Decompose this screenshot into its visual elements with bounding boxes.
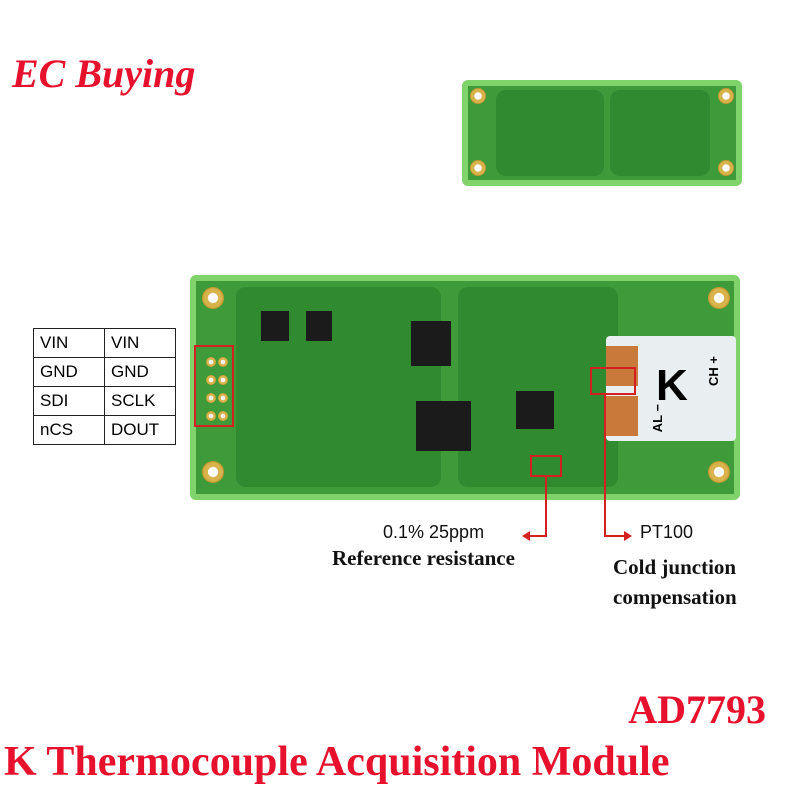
- chip-name: AD7793: [628, 687, 766, 732]
- sensor-spec: PT100: [640, 522, 694, 542]
- product-title: K Thermocouple Acquisition Module: [4, 739, 670, 785]
- brand-logo: EC Buying: [12, 51, 196, 96]
- sensor-label-2: compensation: [613, 585, 737, 609]
- connector-minus-label: AL −: [650, 404, 665, 433]
- resistor-highlight: [530, 455, 562, 477]
- resistor-spec: 0.1% 25ppm: [383, 522, 485, 542]
- thermocouple-connector: K CH + AL −: [606, 336, 736, 441]
- sensor-label-1: Cold junction: [613, 555, 737, 579]
- connector-letter: K: [656, 361, 688, 410]
- pcb-front-image: K CH + AL −: [190, 275, 740, 500]
- pt100-highlight: [590, 367, 636, 395]
- connector-plus-label: CH +: [706, 356, 721, 386]
- resistor-label: Reference resistance: [332, 546, 515, 570]
- pcb-back-image: [462, 80, 742, 186]
- header-highlight: [194, 345, 234, 427]
